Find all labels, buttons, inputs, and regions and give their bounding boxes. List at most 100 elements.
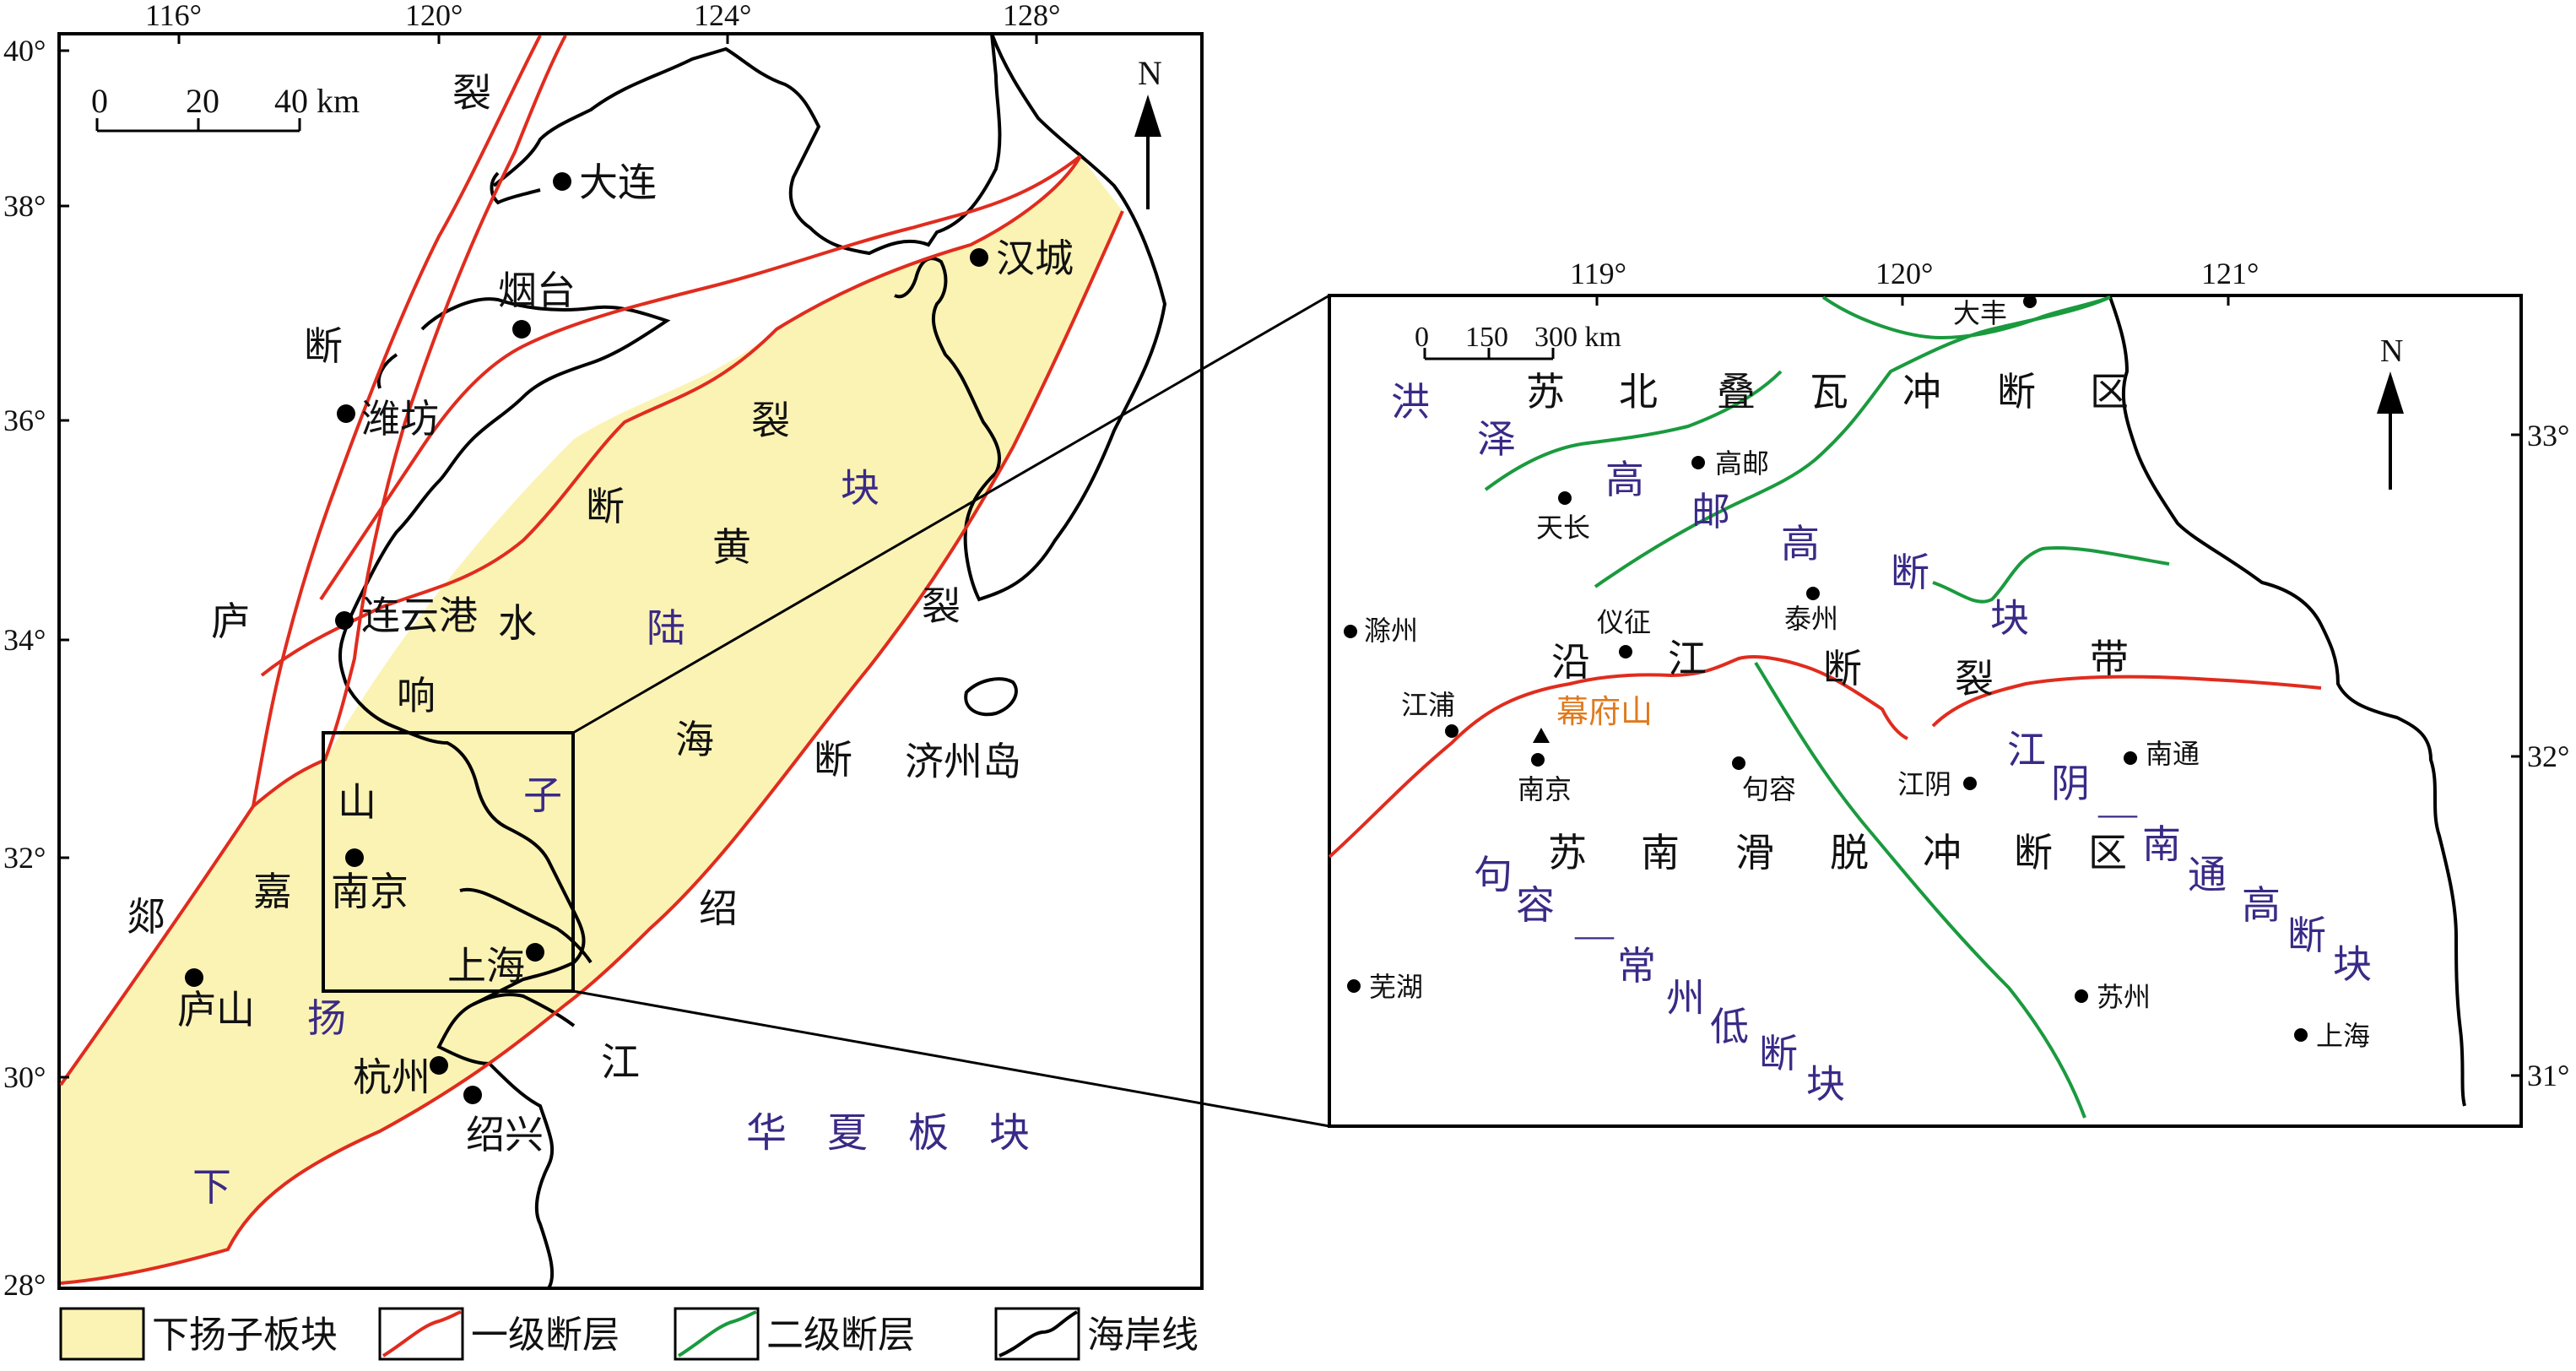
- jeju-island: [964, 677, 1018, 717]
- left-north-arrow: N: [1134, 54, 1162, 209]
- fault2-north-3: [1821, 295, 2111, 340]
- rcity-nantong: 南通: [2146, 739, 2200, 769]
- fault2-east: [1932, 546, 2170, 604]
- rcity-wuhu: 芜湖: [1369, 972, 1423, 1002]
- scale-label-0: 0: [91, 82, 108, 120]
- svg-text:区: 区: [2088, 832, 2127, 875]
- svg-text:叠: 叠: [1717, 371, 1756, 414]
- right-north-label: N: [2380, 333, 2403, 369]
- fault2-north-2: [1594, 295, 2111, 588]
- city-weifang: 潍坊: [361, 398, 439, 441]
- rcity-yizheng: 仪征: [1597, 607, 1651, 637]
- lat-tick-30: 30°: [3, 1060, 46, 1094]
- lat-tick-36: 36°: [3, 404, 46, 437]
- rcity-jurong: 句容: [1742, 774, 1796, 805]
- svg-text:裂: 裂: [1955, 658, 1994, 701]
- svg-text:断: 断: [1997, 371, 2036, 414]
- coastline-left: [492, 33, 1167, 602]
- lat-tick-40: 40°: [3, 34, 46, 68]
- svg-text:脱: 脱: [1830, 832, 1869, 875]
- jiangshao-char-3: 断: [814, 739, 852, 782]
- rcity-shanghai: 上海: [2316, 1021, 2370, 1051]
- svg-text:海岸线: 海岸线: [1087, 1314, 1199, 1356]
- huanghai-char-2: 海: [675, 718, 714, 761]
- coastline-right: [2108, 296, 2466, 1107]
- rcity-dafeng: 大丰: [1953, 298, 2007, 328]
- block-char-kuai: 块: [841, 467, 879, 510]
- lon-tick-124: 124°: [694, 0, 751, 32]
- svg-text:低: 低: [1710, 1005, 1749, 1049]
- lat-tick-38: 38°: [3, 189, 46, 223]
- right-lat-tick-32: 32°: [2527, 740, 2569, 773]
- svg-text:块: 块: [1806, 1063, 1845, 1106]
- legend: 下扬子板块 一级断层 二级断层 海岸线: [59, 1307, 1199, 1361]
- right-scale-label-150: 150: [1465, 322, 1508, 353]
- right-scale-label-300: 300 km: [1534, 322, 1621, 353]
- block-char-xia: 下: [192, 1166, 231, 1209]
- right-lon-tick-119: 119°: [1570, 257, 1626, 290]
- svg-text:泽: 泽: [1477, 418, 1516, 461]
- city-dalian: 大连: [579, 161, 657, 204]
- legend-item-fault2: 二级断层: [674, 1307, 915, 1361]
- svg-text:断: 断: [2014, 832, 2053, 875]
- city-shaoxing: 绍兴: [466, 1114, 544, 1157]
- left-lat-ticks: 40° 38° 36° 34° 32° 30° 28°: [3, 34, 69, 1302]
- rcity-nanjing: 南京: [1518, 774, 1572, 805]
- svg-text:常: 常: [1617, 945, 1656, 988]
- right-lat-tick-31: 31°: [2527, 1059, 2569, 1092]
- jiangshao-char-4: 裂: [922, 585, 961, 628]
- svg-text:苏: 苏: [1526, 371, 1565, 414]
- right-lon-tick-120: 120°: [1875, 257, 1933, 290]
- rcity-taizhou: 泰州: [1784, 604, 1838, 634]
- city-shanghai: 上海: [447, 945, 525, 988]
- city-yantai: 烟台: [498, 269, 576, 312]
- right-lat-tick-33: 33°: [2527, 419, 2569, 452]
- right-scale-label-0: 0: [1415, 322, 1429, 353]
- svg-text:断: 断: [1823, 648, 1862, 691]
- lon-tick-120: 120°: [405, 0, 463, 32]
- jiangyin-nantong-block-label: 江 阴 — 南 通 高 断 块: [2007, 729, 2372, 986]
- city-jeju: 济州岛: [905, 740, 1021, 783]
- right-lon-tick-121: 121°: [2201, 257, 2259, 290]
- svg-text:容: 容: [1516, 884, 1555, 927]
- lat-tick-32: 32°: [3, 841, 46, 875]
- svg-text:北: 北: [1619, 371, 1658, 414]
- shuixiang-char-1: 水: [498, 602, 537, 645]
- huanghai-char-1: 黄: [712, 526, 751, 569]
- jiashan-char-1: 嘉: [253, 870, 292, 913]
- rcity-jiangpu: 江浦: [1401, 690, 1455, 720]
- svg-text:下扬子板块: 下扬子板块: [152, 1314, 338, 1356]
- svg-text:二级断层: 二级断层: [766, 1314, 915, 1356]
- coastline-jiangsu: [344, 683, 586, 1290]
- lower-yangtze-block-area: [61, 156, 1123, 1283]
- legend-item-fault1: 一级断层: [378, 1307, 620, 1361]
- left-city-dots: [185, 172, 988, 1104]
- jiangshao-char-1: 江: [601, 1041, 640, 1084]
- fault2-north-1: [1484, 370, 1783, 491]
- svg-text:江: 江: [1668, 637, 1707, 680]
- tanlu-char-2: 庐: [211, 600, 250, 643]
- svg-text:句: 句: [1474, 853, 1513, 897]
- rcity-jiangyin: 江阴: [1897, 769, 1951, 799]
- lu-fault-char-2: 裂: [751, 399, 790, 442]
- legend-item-coast: 海岸线: [994, 1307, 1199, 1361]
- svg-text:高: 高: [2242, 884, 2281, 927]
- lu-fault-char-1: 断: [586, 485, 625, 528]
- rcity-suzhou: 苏州: [2097, 982, 2151, 1012]
- subei-zone-label: 苏 北 叠 瓦 冲 断 区: [1526, 371, 2129, 414]
- yanjiang-zone-label: 沿 江 断 裂 带: [1551, 637, 2129, 701]
- svg-text:阴: 阴: [2051, 762, 2090, 805]
- left-scale-bar: 0 20 40 km: [91, 82, 360, 133]
- right-map-frame: [1328, 294, 2523, 1128]
- huaxia-block-label: 华 夏 板 块: [746, 1111, 1030, 1156]
- right-lon-ticks: 119° 120° 121°: [1570, 257, 2259, 306]
- jiangshao-fault: [60, 210, 1124, 1285]
- lat-tick-34: 34°: [3, 623, 46, 657]
- left-map: 0 20 40 km N 40° 38° 36° 34° 32° 30° 28°: [3, 0, 1330, 1302]
- svg-text:冲: 冲: [1902, 371, 1941, 414]
- scale-label-40: 40 km: [274, 82, 360, 120]
- svg-text:区: 区: [2090, 371, 2129, 414]
- svg-text:断: 断: [1759, 1032, 1798, 1076]
- lat-tick-28: 28°: [3, 1268, 46, 1302]
- jiashan-char-2: 山: [338, 781, 376, 824]
